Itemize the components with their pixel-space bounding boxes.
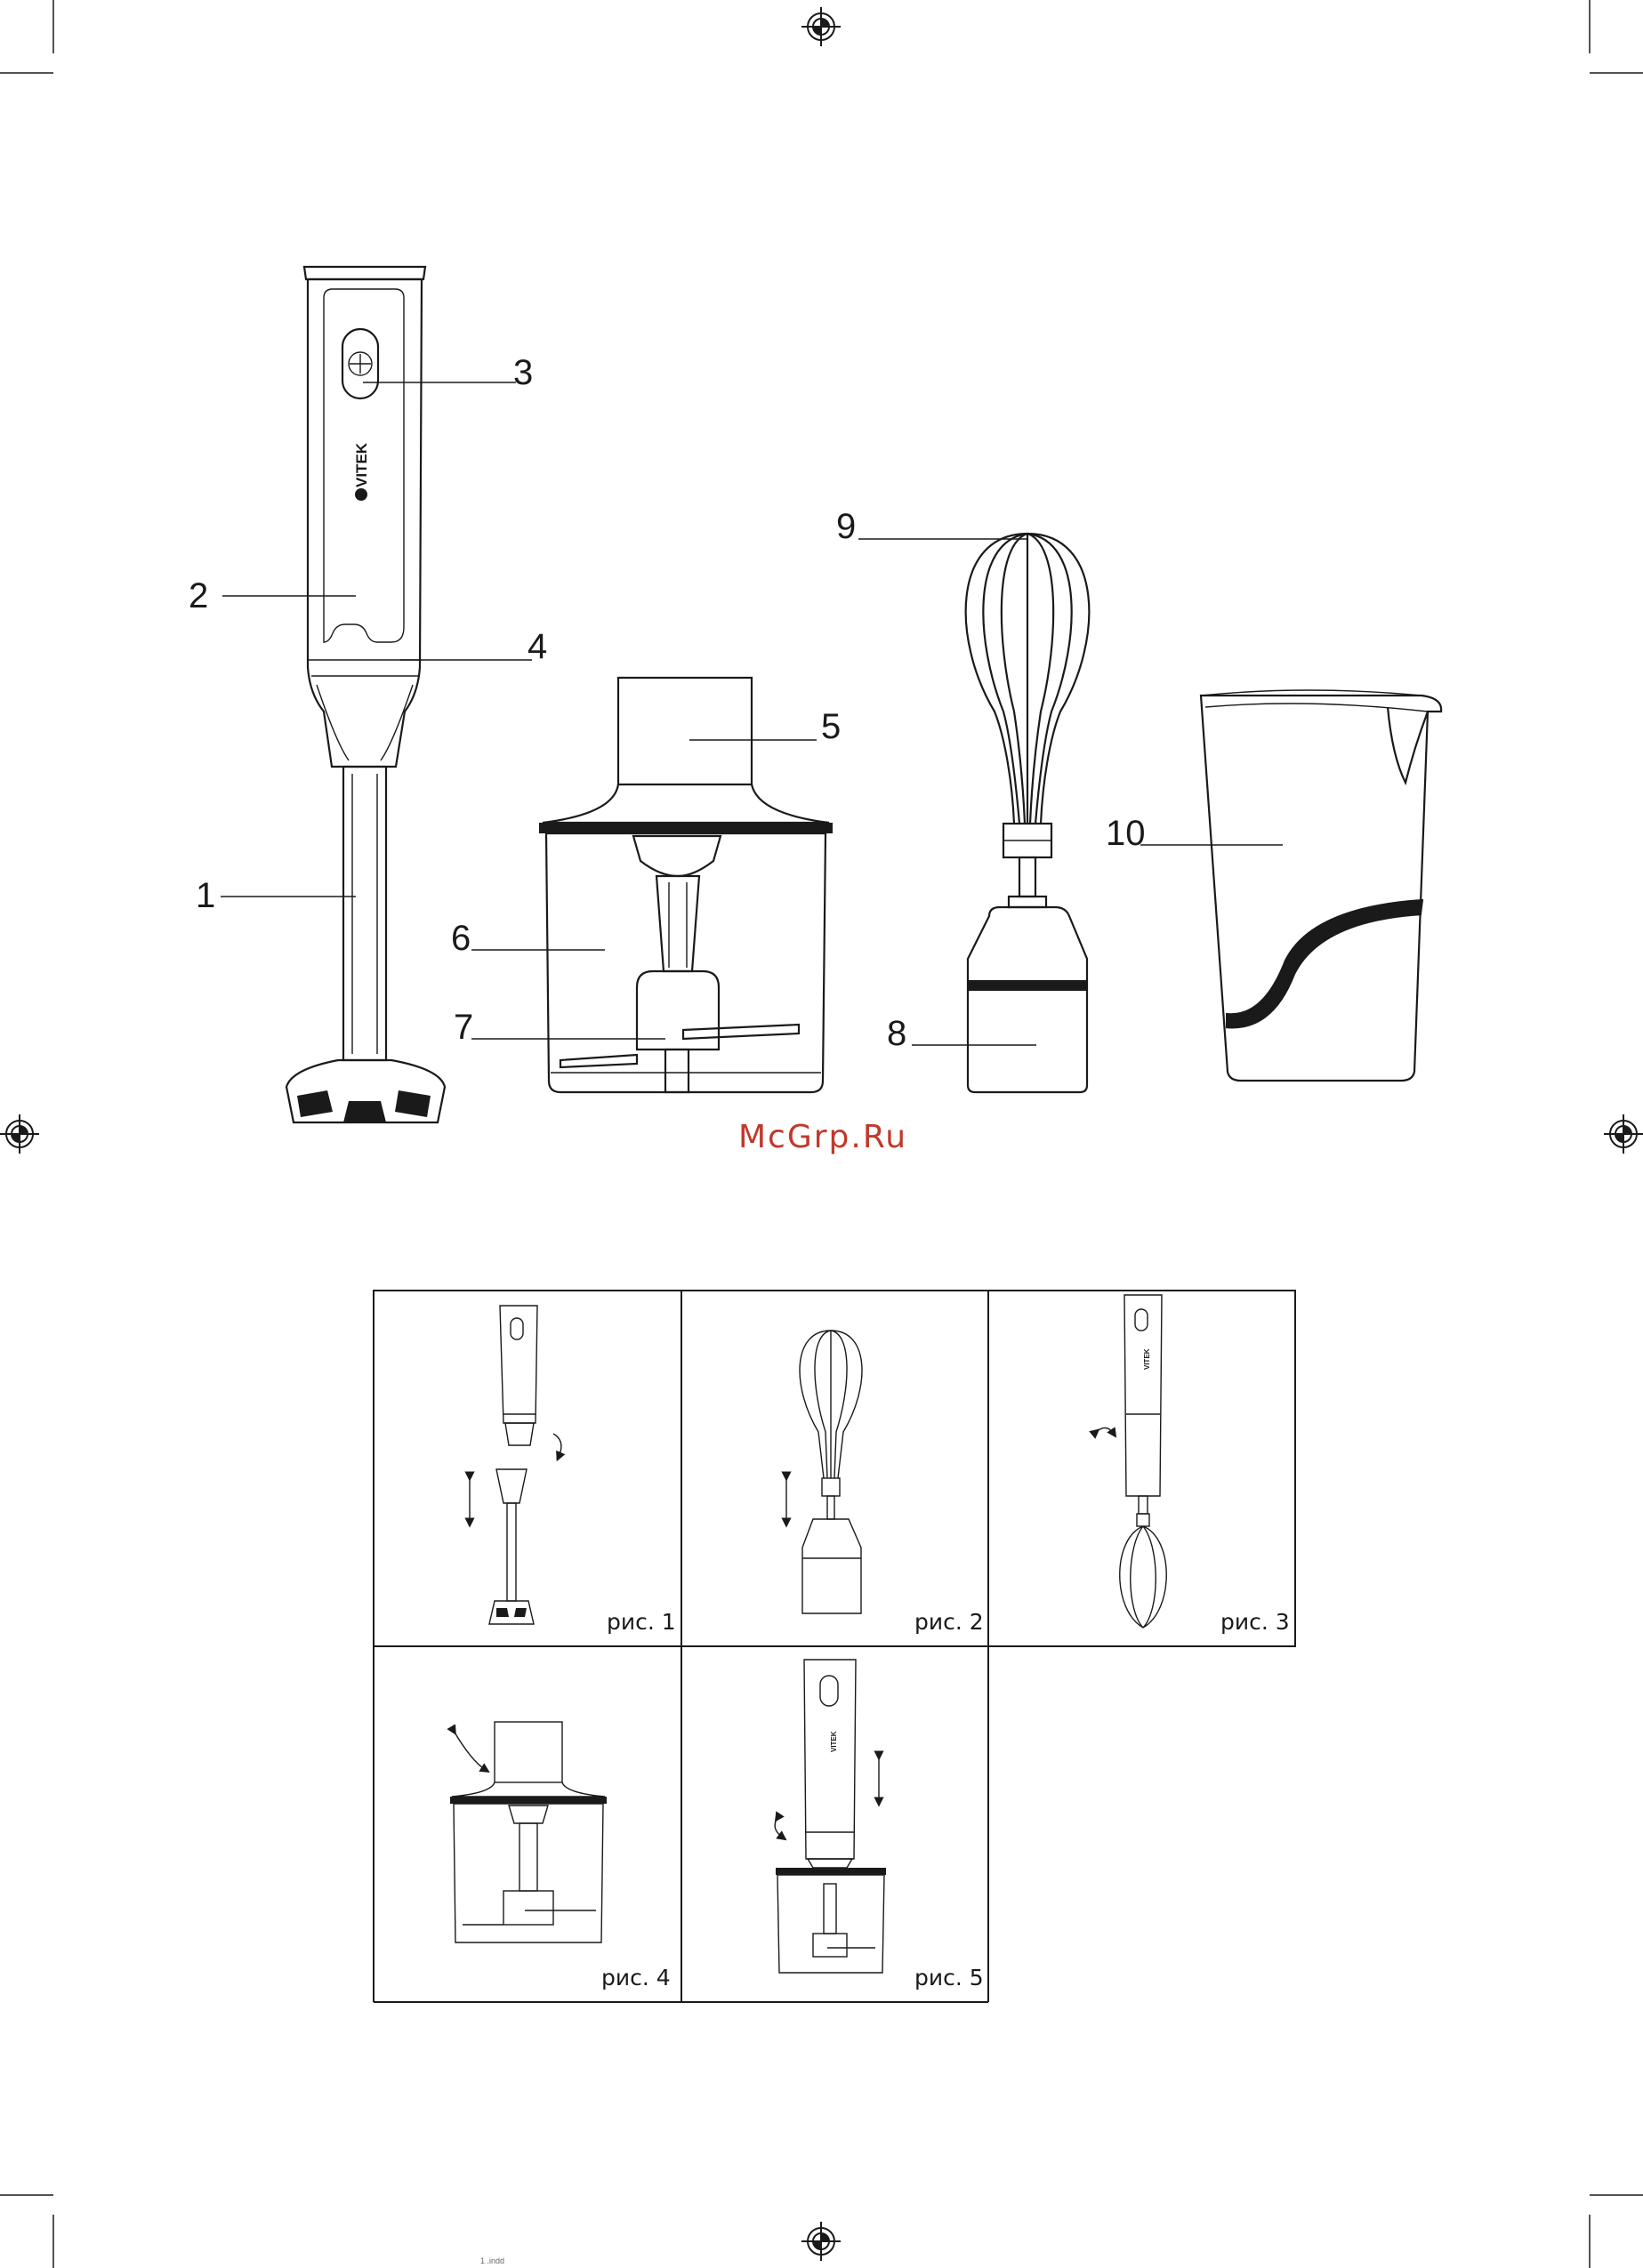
callout-1: 1: [196, 876, 215, 915]
registration-mark-left: [0, 1114, 39, 1154]
callout-2: 2: [189, 576, 208, 615]
figure-3-brand: VITEK: [1143, 1348, 1151, 1370]
callout-6: 6: [451, 919, 471, 958]
figure-grid: [374, 1291, 1295, 2002]
callout-4: 4: [528, 627, 547, 666]
callout-3: 3: [513, 353, 533, 392]
figure-3-caption: рис. 3: [1220, 1609, 1290, 1635]
figure-5-brand: VITEK: [830, 1731, 838, 1752]
figure-4-caption: рис. 4: [601, 1965, 671, 1991]
callout-7: 7: [454, 1008, 473, 1047]
figure-5-caption: рис. 5: [914, 1965, 984, 1991]
registration-mark-right: [1604, 1114, 1643, 1154]
registration-mark-bottom: [801, 2222, 841, 2261]
figure-2-caption: рис. 2: [914, 1609, 984, 1635]
figure-3-twist-whisk: VITEK рис. 3: [1096, 1295, 1290, 1635]
figure-5-attach-motor-to-chopper: VITEK рис. 5: [775, 1660, 984, 1991]
measuring-cup-illustration: [1201, 690, 1441, 1081]
callout-9: 9: [836, 507, 856, 546]
figure-4-attach-chopper-lid: рис. 4: [450, 1722, 671, 1991]
whisk-illustration: [966, 534, 1090, 1092]
figure-1-attach-blender-leg: рис. 1: [470, 1306, 676, 1635]
footer-slug: 1 .indd: [480, 2256, 504, 2265]
callout-5: 5: [821, 707, 841, 746]
registration-mark-top: [801, 7, 841, 46]
figure-2-attach-whisk: рис. 2: [786, 1331, 984, 1635]
figure-1-caption: рис. 1: [607, 1609, 676, 1635]
callout-10: 10: [1106, 814, 1146, 853]
watermark-text: McGrp.Ru: [738, 1119, 907, 1155]
callout-8: 8: [887, 1014, 906, 1053]
brand-logo: VITEK: [353, 442, 370, 487]
hand-blender-illustration: VITEK: [286, 267, 445, 1122]
